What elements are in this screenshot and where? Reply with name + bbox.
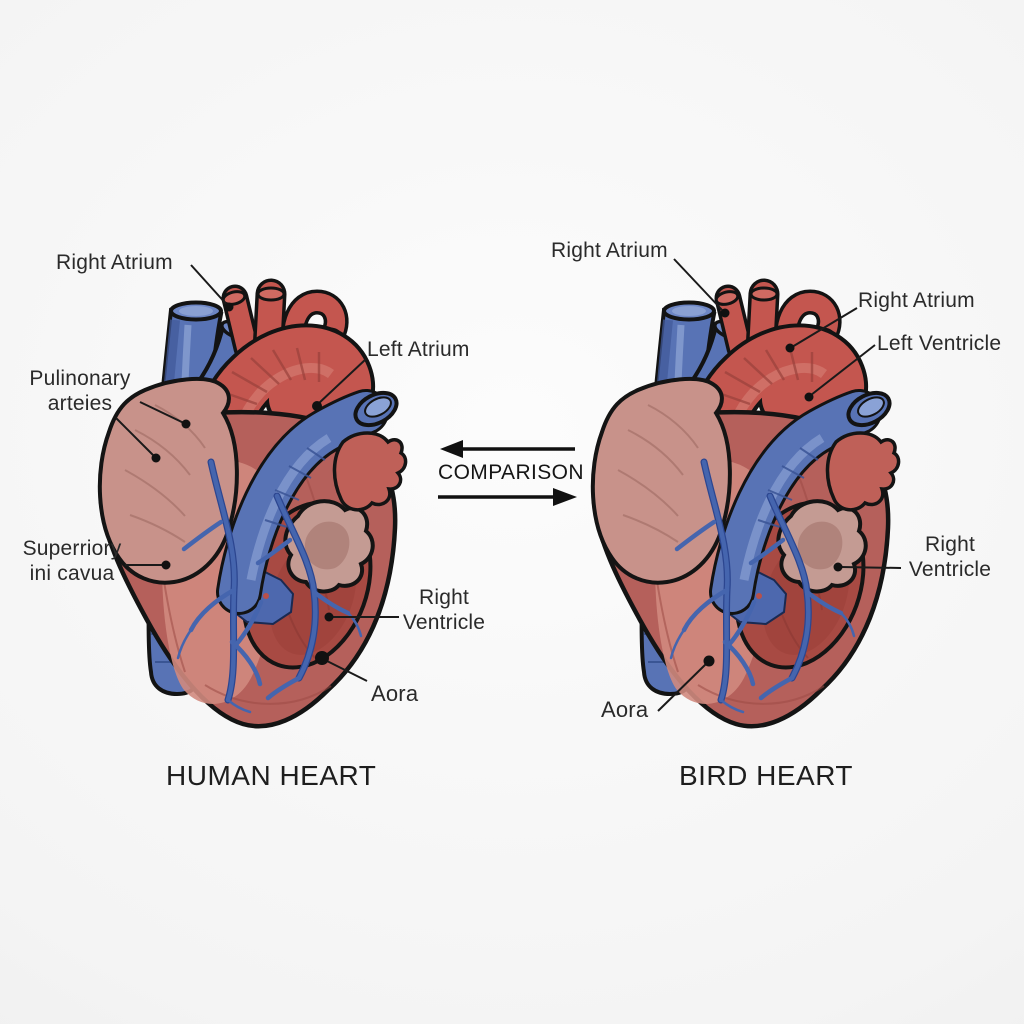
- human-right-ventricle-label: Right Ventricle: [402, 586, 486, 634]
- bird-right-atrium-side-label: Right Atrium: [858, 289, 975, 312]
- human-pulmonary-arteries-label: Pulinonary arteies: [29, 367, 131, 415]
- human-heart-illustration: [100, 288, 406, 726]
- bird-right-ventricle-label: Right Ventricle: [908, 533, 992, 581]
- bird-label-dots: [703, 308, 843, 667]
- human-heart-title: HUMAN HEART: [166, 760, 377, 791]
- bird-aorta-label: Aora: [601, 697, 649, 722]
- bird-leader-lines: [657, 258, 902, 712]
- human-label-dots: [151, 302, 334, 665]
- bird-heart-title: BIRD HEART: [678, 760, 854, 791]
- bird-right-atrium-upper-label: Right Atrium: [551, 239, 668, 262]
- comparison-label: COMPARISON: [438, 461, 584, 484]
- human-aorta-label: Aora: [371, 681, 419, 706]
- human-leader-lines: [115, 264, 399, 682]
- human-left-atrium-label: Left Atrium: [367, 338, 470, 361]
- bird-heart-illustration: [593, 288, 899, 726]
- human-superior-vena-cava-label: Superriory ini cavua: [22, 537, 122, 585]
- human-right-atrium-label: Right Atrium: [56, 251, 173, 274]
- right-arrow-icon: [438, 488, 577, 506]
- left-arrow-icon: [440, 440, 575, 458]
- bird-left-ventricle-label: Left Ventricle: [877, 332, 1002, 355]
